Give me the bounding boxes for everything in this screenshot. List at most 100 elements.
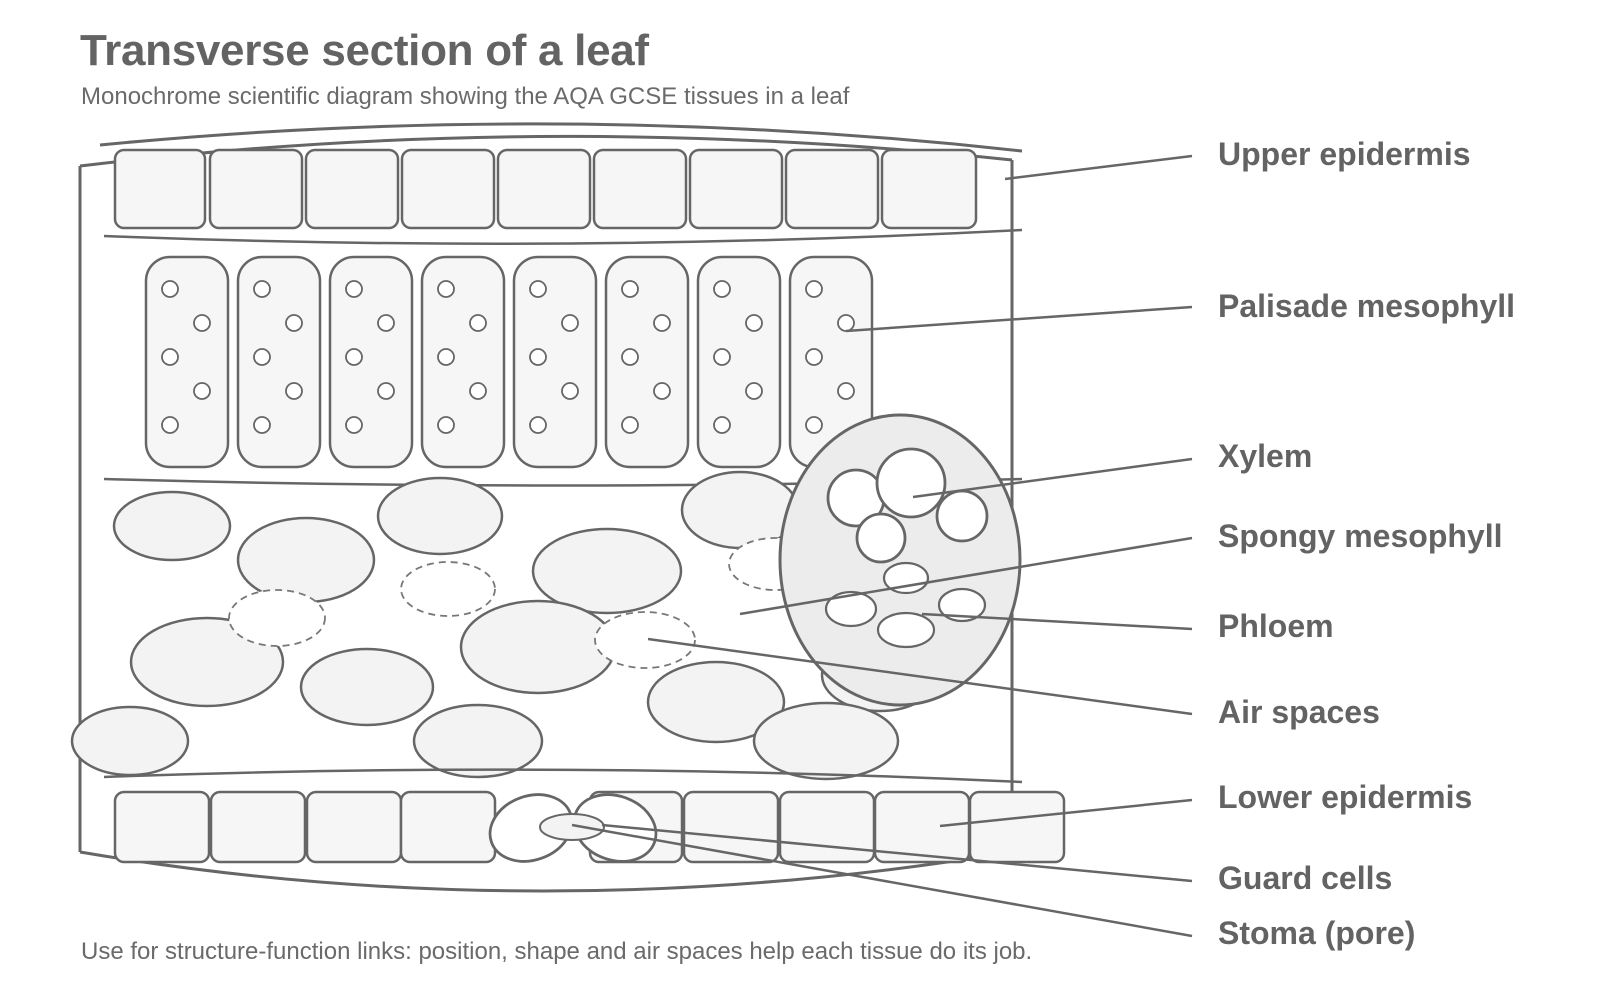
- chloroplast: [745, 382, 763, 400]
- spongy-cell: [112, 490, 232, 562]
- air-space: [228, 589, 326, 647]
- labels: Upper epidermis Palisade mesophyll Xylem…: [1218, 136, 1515, 951]
- chloroplast: [253, 416, 271, 434]
- upper-epidermis-cell: [688, 148, 784, 230]
- chloroplast: [193, 382, 211, 400]
- lower-epidermis-cell: [305, 790, 403, 864]
- chloroplast: [653, 314, 671, 332]
- chloroplast: [621, 280, 639, 298]
- upper-epidermis-cell: [880, 148, 978, 230]
- label-phloem: Phloem: [1218, 608, 1334, 644]
- upper-epidermis-cell: [592, 148, 688, 230]
- chloroplast: [253, 348, 271, 366]
- chloroplast: [437, 416, 455, 434]
- chloroplast: [561, 314, 579, 332]
- leader-lines: [571, 154, 1193, 938]
- spongy-mesophyll: [70, 470, 940, 781]
- spongy-cell: [752, 701, 900, 781]
- chloroplast: [837, 382, 855, 400]
- lower-epidermis-cell: [682, 790, 780, 864]
- palisade-cell: [696, 255, 782, 469]
- label-stoma: Stoma (pore): [1218, 915, 1415, 951]
- chloroplast: [621, 348, 639, 366]
- leader-xylem: [912, 457, 1193, 499]
- chloroplast: [285, 382, 303, 400]
- chloroplast: [161, 348, 179, 366]
- chloroplast: [437, 280, 455, 298]
- vascular-bundle: [778, 413, 1022, 707]
- label-air-spaces: Air spaces: [1218, 694, 1380, 730]
- upper-epidermis: [113, 148, 978, 230]
- chloroplast: [713, 416, 731, 434]
- chloroplast: [345, 280, 363, 298]
- lower-epidermis-cell: [113, 790, 211, 864]
- chloroplast: [285, 314, 303, 332]
- page-subtitle: Monochrome scientific diagram showing th…: [81, 83, 850, 110]
- label-spongy-mesophyll: Spongy mesophyll: [1218, 518, 1502, 554]
- phloem-cell: [937, 587, 987, 623]
- label-palisade-mesophyll: Palisade mesophyll: [1218, 288, 1515, 324]
- palisade-cell: [604, 255, 690, 469]
- air-space: [400, 561, 496, 617]
- spongy-cell: [531, 527, 683, 615]
- chloroplast: [805, 416, 823, 434]
- footnote: Use for structure-function links: positi…: [81, 938, 1033, 965]
- leader-palisade-mesophyll: [845, 305, 1193, 333]
- page-title: Transverse section of a leaf: [80, 26, 649, 75]
- label-guard-cells: Guard cells: [1218, 860, 1392, 896]
- spongy-cell: [376, 476, 504, 556]
- chloroplast: [377, 314, 395, 332]
- palisade-mesophyll: [144, 255, 874, 469]
- lower-epidermis: [113, 790, 1066, 864]
- palisade-cell: [328, 255, 414, 469]
- stoma: [488, 793, 658, 863]
- lower-epidermis-cell: [399, 790, 497, 864]
- chloroplast: [713, 280, 731, 298]
- leader-upper-epidermis: [1004, 154, 1193, 181]
- lower-epidermis-cell: [968, 790, 1066, 864]
- spongy-cell: [412, 703, 544, 779]
- chloroplast: [377, 382, 395, 400]
- spongy-cell: [129, 616, 285, 708]
- lower-epidermis-cell: [209, 790, 307, 864]
- leaf-outline-bottom: [79, 850, 1013, 893]
- leaf-outline-top-edge: [99, 122, 1023, 153]
- label-upper-epidermis: Upper epidermis: [1218, 136, 1471, 172]
- chloroplast: [529, 348, 547, 366]
- chloroplast: [805, 348, 823, 366]
- chloroplast: [253, 280, 271, 298]
- upper-epidermis-cell: [113, 148, 207, 230]
- label-xylem: Xylem: [1218, 438, 1312, 474]
- lower-epidermis-cell: [778, 790, 876, 864]
- air-space: [594, 611, 696, 669]
- upper-epidermis-cell: [496, 148, 592, 230]
- leader-guard-cells: [601, 823, 1193, 883]
- chloroplast: [621, 416, 639, 434]
- chloroplast: [469, 382, 487, 400]
- xylem-vessel: [855, 512, 907, 564]
- chloroplast: [713, 348, 731, 366]
- palisade-cell: [420, 255, 506, 469]
- chloroplast: [529, 280, 547, 298]
- palisade-cell: [144, 255, 230, 469]
- leader-phloem: [921, 612, 1193, 631]
- upper-epidermis-cell: [304, 148, 400, 230]
- chloroplast: [161, 280, 179, 298]
- upper-epidermis-cell: [400, 148, 496, 230]
- leader-air-spaces: [647, 637, 1193, 716]
- chloroplast: [161, 416, 179, 434]
- leader-spongy-mesophyll: [739, 536, 1193, 616]
- label-lower-epidermis: Lower epidermis: [1218, 779, 1472, 815]
- palisade-cell: [236, 255, 322, 469]
- epidermis-palisade-boundary: [103, 228, 1023, 245]
- leader-lower-epidermis: [939, 798, 1193, 828]
- chloroplast: [561, 382, 579, 400]
- chloroplast: [469, 314, 487, 332]
- chloroplast: [529, 416, 547, 434]
- chloroplast: [837, 314, 855, 332]
- chloroplast: [345, 416, 363, 434]
- upper-epidermis-cell: [784, 148, 880, 230]
- spongy-cell: [646, 660, 786, 744]
- leader-stoma: [571, 823, 1193, 938]
